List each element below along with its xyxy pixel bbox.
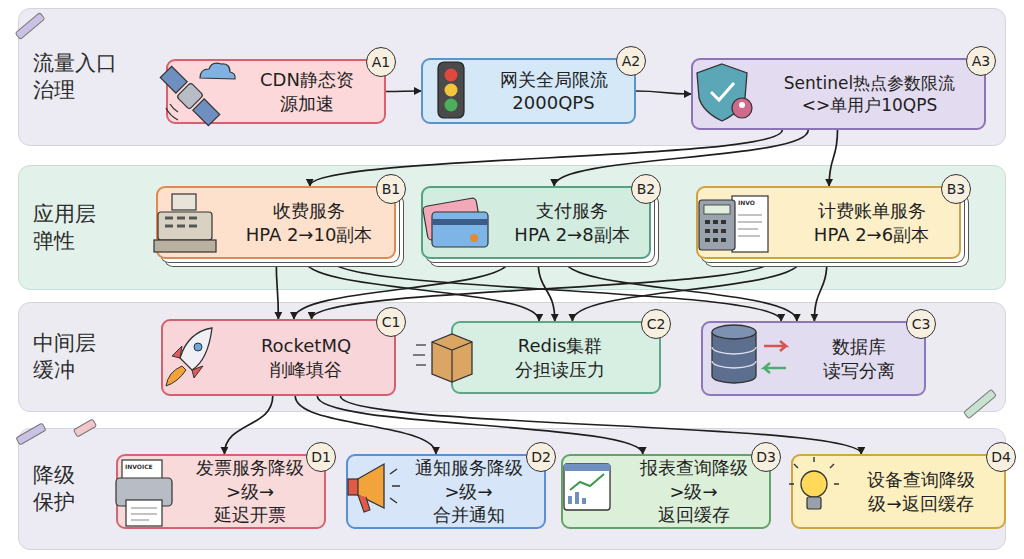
box-text: 发票服务降级 >级→延迟开票 — [196, 456, 304, 526]
callout-number: B3 — [941, 174, 971, 204]
band-heading: 中间层 缓冲 — [33, 330, 96, 385]
box-text: 报表查询降级 >级→返回缓存 — [640, 456, 748, 526]
callout-number: A2 — [616, 46, 646, 76]
icon-caption: INVOICE — [125, 463, 153, 470]
band-heading: 应用层 弹性 — [33, 200, 96, 255]
icon-caption: INVO — [738, 199, 755, 206]
callout-text: D3 — [756, 449, 776, 465]
box-text: 通知服务降级 >级→合并通知 — [415, 456, 523, 526]
process-box: 设备查询降级 级→返回缓存D4 — [791, 454, 1006, 529]
callout-text: A2 — [622, 53, 640, 69]
box-text: 支付服务 — [536, 199, 608, 222]
band-heading: 流量入口 治理 — [33, 50, 117, 105]
callout-number: A1 — [366, 47, 396, 77]
box-text: HPA 2→6副本 — [814, 223, 929, 246]
box-text: 数据库 读写分离 — [823, 335, 895, 382]
process-box: 支付服务HPA 2→8副本B2 — [421, 186, 651, 259]
box-text: CDN静态资 源加速 — [260, 68, 354, 115]
layer-band: 中间层 缓冲RocketMQ 削峰填谷C1Redis集群 分担读压力C2数据库 … — [18, 302, 1006, 412]
callout-text: B1 — [382, 181, 401, 197]
callout-text: A3 — [972, 53, 990, 69]
process-box: 数据库 读写分离C3 — [701, 321, 926, 396]
process-box: 收费服务HPA 2→10副本B1 — [156, 186, 396, 259]
box-content: 发票服务降级 >级→延迟开票 — [176, 456, 324, 527]
box-content: Sentinel热点参数限流 <>单用户10QPS — [755, 60, 984, 128]
band-heading: 降级 保护 — [33, 462, 75, 517]
callout-number: D3 — [751, 442, 781, 472]
process-box: Sentinel热点参数限流 <>单用户10QPSA3 — [691, 58, 986, 130]
box-content: 通知服务降级 >级→合并通知 — [393, 456, 544, 527]
box-content: 网关全局限流 2000QPS — [473, 60, 634, 122]
band-label-holder: 中间层 缓冲 — [33, 330, 96, 385]
band-label-holder: 应用层 弹性 — [33, 200, 96, 255]
layer-band: 降级 保护发票服务降级 >级→延迟开票D1通知服务降级 >级→合并通知D2报表查… — [18, 428, 1006, 550]
box-text: 计费账单服务 — [818, 199, 926, 222]
box-text: Redis集群 分担读压力 — [515, 334, 605, 381]
box-content: 数据库 读写分离 — [793, 323, 924, 394]
box-content: RocketMQ 削峰填谷 — [218, 321, 394, 394]
box-content: 报表查询降级 >级→返回缓存 — [618, 456, 769, 527]
callout-number: D4 — [986, 442, 1016, 472]
callout-text: A1 — [372, 54, 390, 70]
process-box: RocketMQ 削峰填谷C1 — [161, 319, 396, 396]
process-box: 计费账单服务HPA 2→6副本B3 — [696, 186, 961, 259]
box-content: 收费服务HPA 2→10副本 — [224, 188, 394, 257]
callout-text: D2 — [531, 449, 551, 465]
callout-number: B1 — [376, 174, 406, 204]
callout-text: C1 — [382, 314, 401, 330]
process-box: CDN静态资 源加速A1 — [166, 59, 386, 124]
band-label-holder: 流量入口 治理 — [33, 50, 117, 105]
callout-number: C1 — [376, 307, 406, 337]
layer-band: 流量入口 治理CDN静态资 源加速A1网关全局限流 2000QPSA2Senti… — [18, 8, 1006, 146]
callout-number: B2 — [631, 174, 661, 204]
box-text: 设备查询降级 级→返回缓存 — [867, 468, 975, 515]
callout-number: D2 — [526, 442, 556, 472]
box-content: CDN静态资 源加速 — [230, 61, 384, 122]
box-text: 收费服务 — [273, 199, 345, 222]
box-text: HPA 2→8副本 — [514, 223, 629, 246]
box-content: Redis集群 分担读压力 — [461, 323, 659, 392]
box-content: 支付服务HPA 2→8副本 — [495, 188, 649, 257]
callout-text: C3 — [912, 316, 931, 332]
callout-number: C3 — [906, 309, 936, 339]
callout-text: D4 — [991, 449, 1011, 465]
box-content: 计费账单服务HPA 2→6副本 — [784, 188, 959, 257]
process-box: 通知服务降级 >级→合并通知D2 — [346, 454, 546, 529]
box-text: 网关全局限流 2000QPS — [500, 68, 608, 115]
box-text: Sentinel热点参数限流 <>单用户10QPS — [784, 72, 955, 116]
process-box: 报表查询降级 >级→返回缓存D3 — [561, 454, 771, 529]
callout-text: B3 — [947, 181, 966, 197]
callout-number: A3 — [966, 46, 996, 76]
process-box: Redis集群 分担读压力C2 — [451, 321, 661, 394]
box-content: 设备查询降级 级→返回缓存 — [838, 456, 1004, 527]
callout-text: D1 — [311, 449, 331, 465]
callout-number: D1 — [306, 442, 336, 472]
box-text: HPA 2→10副本 — [246, 223, 373, 246]
callout-text: B2 — [637, 181, 656, 197]
band-label-holder: 降级 保护 — [33, 462, 75, 517]
callout-number: C2 — [641, 309, 671, 339]
layer-band: 应用层 弹性收费服务HPA 2→10副本B1支付服务HPA 2→8副本B2计费账… — [18, 165, 1006, 290]
process-box: 网关全局限流 2000QPSA2 — [421, 58, 636, 124]
box-text: RocketMQ 削峰填谷 — [261, 334, 351, 381]
callout-text: C2 — [647, 316, 666, 332]
